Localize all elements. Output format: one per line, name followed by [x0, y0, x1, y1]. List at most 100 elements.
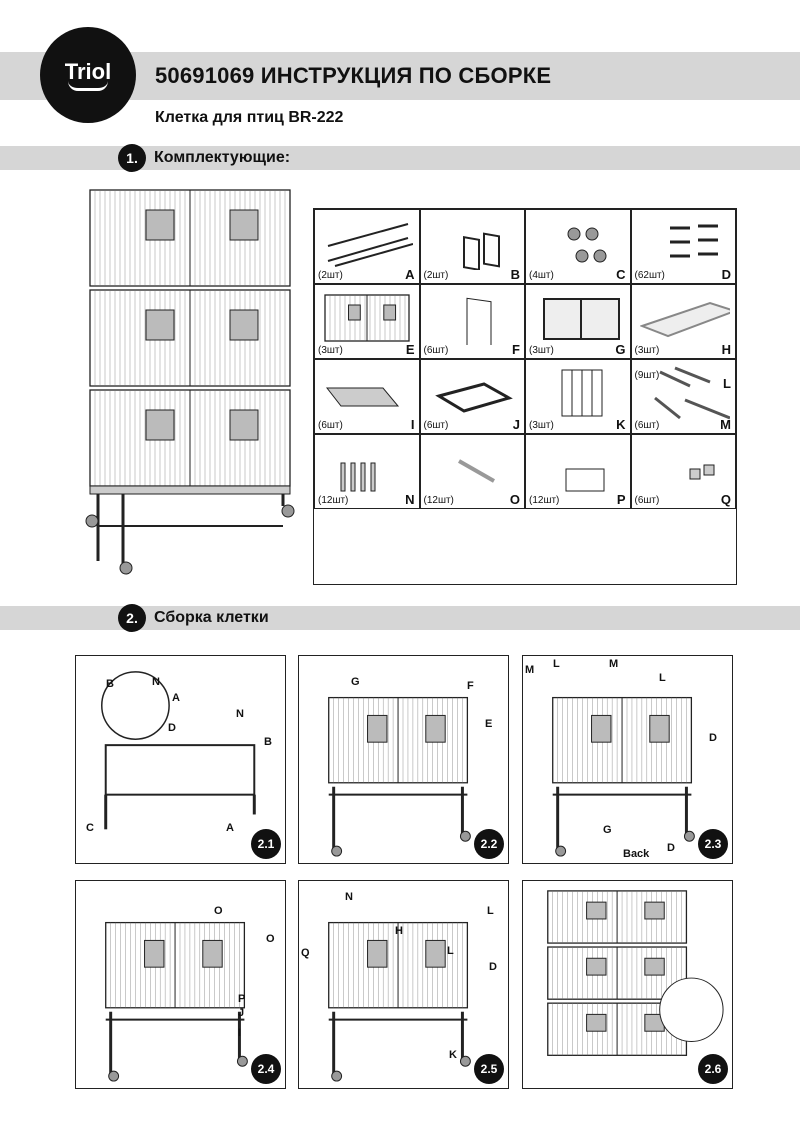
part-callout: D: [489, 961, 497, 973]
part-callout: Back: [623, 848, 650, 860]
part-letter: Q: [720, 492, 731, 507]
step-illustration: [328, 696, 471, 857]
part-cell-O: (12шт) O: [419, 434, 525, 509]
part-letter: K: [616, 417, 626, 432]
section-title: Комплектующие:: [154, 149, 291, 166]
part-callout: L: [487, 905, 494, 917]
step-number: 2.1: [251, 829, 281, 859]
part-callout: N: [236, 708, 244, 720]
section-heading-parts: 1. Комплектующие:: [118, 144, 290, 172]
part-letter: G: [615, 342, 626, 357]
part-cell-J: (6шт)J: [419, 359, 525, 434]
part-quantity: (2шт): [318, 270, 343, 281]
part-callout: M: [525, 664, 535, 676]
step-number: 2.5: [474, 1054, 504, 1084]
part-cell-L: (9шт)L(6шт)M: [630, 359, 736, 434]
part-callout: G: [603, 824, 612, 836]
part-letter: M: [720, 417, 731, 432]
part-cell-H: (3шт)H: [630, 284, 736, 359]
part-callout: D: [667, 842, 675, 854]
step-illustration: [105, 921, 248, 1082]
step-number: 2.4: [251, 1054, 281, 1084]
part-cell-Q: (6шт) Q: [630, 434, 736, 509]
part-quantity: (6шт): [423, 420, 449, 431]
part-cell-E: (3шт) E: [314, 284, 420, 359]
screws-icon: [669, 224, 718, 258]
step-illustration: [547, 890, 724, 1056]
part-callout: D: [709, 732, 717, 744]
part-quantity: (12шт): [529, 495, 560, 506]
casters-icon: [567, 227, 607, 263]
part-callout: N: [152, 676, 160, 688]
part-quantity: (3шт): [318, 345, 343, 356]
divider-icon: [561, 369, 603, 417]
part-quantity: (6шт): [634, 495, 660, 506]
part-callout: K: [449, 1049, 457, 1061]
part-callout: B: [264, 736, 272, 748]
part-quantity: (62шт): [634, 270, 665, 281]
part-cell-C: (4шт)C: [525, 209, 631, 284]
part-callout: O: [214, 905, 223, 917]
side-frames-icon: [462, 232, 500, 270]
part-quantity: (6шт): [423, 345, 449, 356]
rails-icon: [653, 366, 730, 420]
step-number: 2.6: [698, 1054, 728, 1084]
part-quantity: (9шт): [634, 370, 660, 381]
page-title: 50691069 ИНСТРУКЦИЯ ПО СБОРКЕ: [155, 63, 552, 88]
part-callout: H: [395, 925, 403, 937]
part-letter: P: [616, 492, 626, 507]
section-number: 1.: [118, 144, 146, 172]
part-callout: B: [106, 678, 114, 690]
part-callout: Q: [301, 947, 310, 959]
part-letter: F: [512, 342, 520, 357]
step-illustration: [101, 671, 256, 830]
part-cell-A: (2шт) A: [314, 209, 420, 284]
part-callout: L: [447, 945, 454, 957]
back-panel-icon: [543, 298, 620, 340]
part-callout: F: [467, 680, 474, 692]
part-callout: G: [351, 676, 360, 688]
part-callout: L: [553, 658, 560, 670]
assembly-step-2.5: N Q H L L D K 2.5: [298, 880, 509, 1089]
feeder-icon: [565, 468, 605, 492]
part-letter: N: [405, 492, 415, 507]
part-cell-N: (12шт) N: [314, 434, 420, 509]
part-callout: N: [345, 891, 353, 903]
part-quantity: (3шт): [529, 345, 554, 356]
part-letter: I: [410, 417, 415, 432]
part-callout: I: [238, 1027, 242, 1039]
part-quantity: (6шт): [318, 420, 343, 431]
brackets-icon: [689, 464, 714, 480]
part-cell-G: (3шт) G: [525, 284, 631, 359]
brand-logo: Triol: [40, 27, 136, 123]
part-letter: A: [405, 267, 415, 282]
part-callout: P: [238, 993, 246, 1005]
assembled-cage-illustration: [85, 189, 295, 575]
part-letter: O: [509, 492, 520, 507]
part-callout: D: [168, 722, 176, 734]
part-letter: H: [721, 342, 731, 357]
part-callout: L: [659, 672, 666, 684]
part-quantity: (12шт): [423, 495, 454, 506]
part-letter: B: [510, 267, 520, 282]
part-quantity: (4шт): [529, 270, 554, 281]
front-panel-icon: [324, 294, 410, 342]
part-callout: M: [609, 658, 619, 670]
parts-grid: (2шт)A(2шт)B(4шт)C(62шт)D(3шт)E(6шт)F(3ш…: [313, 208, 737, 585]
assembly-step-2.3: M L M L D G D Back 2.3: [522, 655, 733, 864]
assembly-step-2.6: 2.6: [522, 880, 733, 1089]
part-callout: O: [266, 933, 275, 945]
part-quantity: (12шт): [318, 495, 349, 506]
part-callout: A: [172, 692, 180, 704]
part-letter: E: [405, 342, 415, 357]
part-quantity: (3шт): [529, 420, 554, 431]
part-callout: E: [485, 718, 493, 730]
section-heading-assembly: 2.Сборка клетки: [118, 604, 269, 632]
part-callout: C: [86, 822, 94, 834]
part-letter: D: [721, 267, 731, 282]
connectors-icon: [340, 462, 376, 492]
step-number: 2.3: [698, 829, 728, 859]
